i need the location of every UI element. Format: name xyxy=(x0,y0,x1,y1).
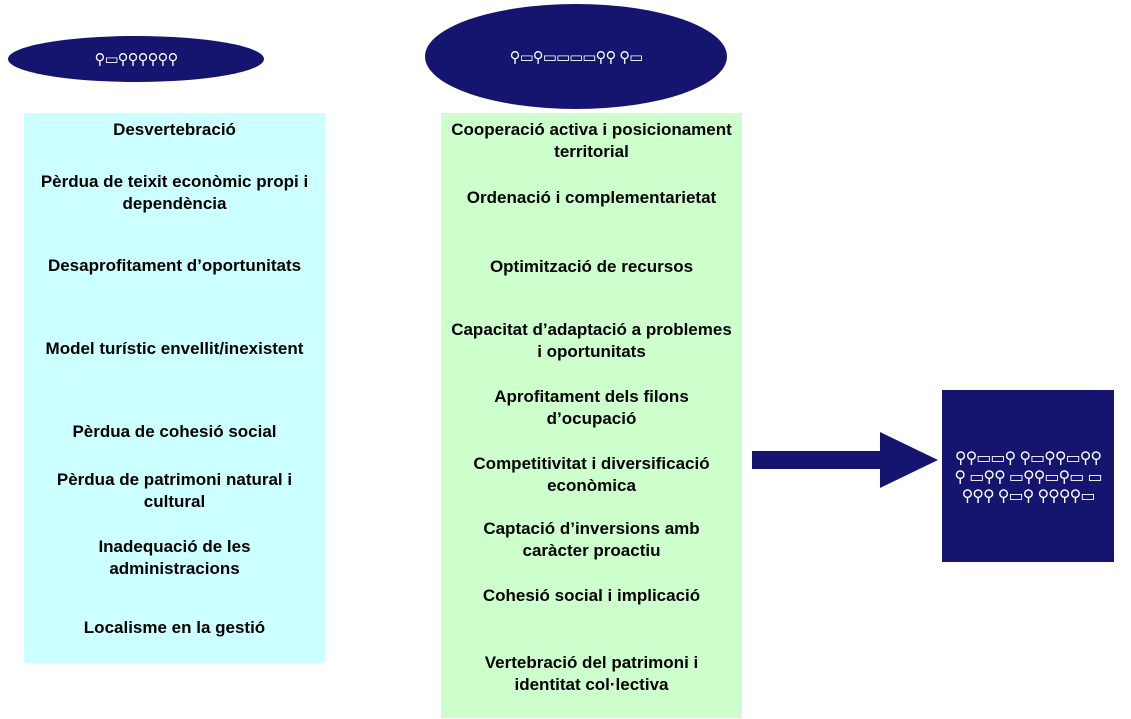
result-box-text: ⚲⚲▭▭⚲ ⚲▭⚲⚲▭⚲⚲⚲ ▭⚲⚲ ▭⚲⚲▭⚲▭ ▭⚲⚲⚲ ⚲▭⚲ ⚲⚲⚲⚲▭ xyxy=(954,447,1102,505)
left-item: Pèrdua de patrimoni natural i cultural xyxy=(56,470,293,511)
right-item: Ordenació i complementarietat xyxy=(466,188,717,207)
right-item: Captació d’inversions amb caràcter proac… xyxy=(483,519,700,560)
result-box: ⚲⚲▭▭⚲ ⚲▭⚲⚲▭⚲⚲⚲ ▭⚲⚲ ▭⚲⚲▭⚲▭ ▭⚲⚲⚲ ⚲▭⚲ ⚲⚲⚲⚲▭ xyxy=(942,390,1114,562)
right-item: Cooperació activa i posicionament territ… xyxy=(451,120,732,161)
left-item: Desvertebració xyxy=(113,120,236,139)
left-panel: Desvertebració Pèrdua de teixit econòmic… xyxy=(24,113,325,663)
left-item: Localisme en la gestió xyxy=(83,618,266,637)
right-item: Aprofitament dels filons d’ocupació xyxy=(494,387,689,428)
left-item: Model turístic envellit/inexistent xyxy=(45,339,304,358)
left-header-text: ⚲▭⚲⚲⚲⚲⚲⚲ xyxy=(94,50,178,68)
right-item: Competitivitat i diversificació econòmic… xyxy=(473,454,710,495)
right-header-ellipse: ⚲▭⚲▭▭▭▭⚲⚲ ⚲▭ xyxy=(425,4,727,109)
right-item: Vertebració del patrimoni i identitat co… xyxy=(484,653,699,694)
left-item: Pèrdua de teixit econòmic propi i depend… xyxy=(40,172,309,213)
right-item: Capacitat d’adaptació a problemes i opor… xyxy=(451,320,732,361)
left-item: Desaprofitament d’oportunitats xyxy=(47,256,302,275)
right-arrow-icon xyxy=(752,432,938,488)
left-item: Pèrdua de cohesió social xyxy=(72,422,277,441)
left-item: Inadequació de les administracions xyxy=(98,537,251,578)
right-item: Optimització de recursos xyxy=(489,257,694,276)
right-panel: Cooperació activa i posicionament territ… xyxy=(441,113,742,718)
right-item: Cohesió social i implicació xyxy=(482,586,701,605)
left-header-ellipse: ⚲▭⚲⚲⚲⚲⚲⚲ xyxy=(8,36,264,82)
right-header-text: ⚲▭⚲▭▭▭▭⚲⚲ ⚲▭ xyxy=(509,47,644,66)
